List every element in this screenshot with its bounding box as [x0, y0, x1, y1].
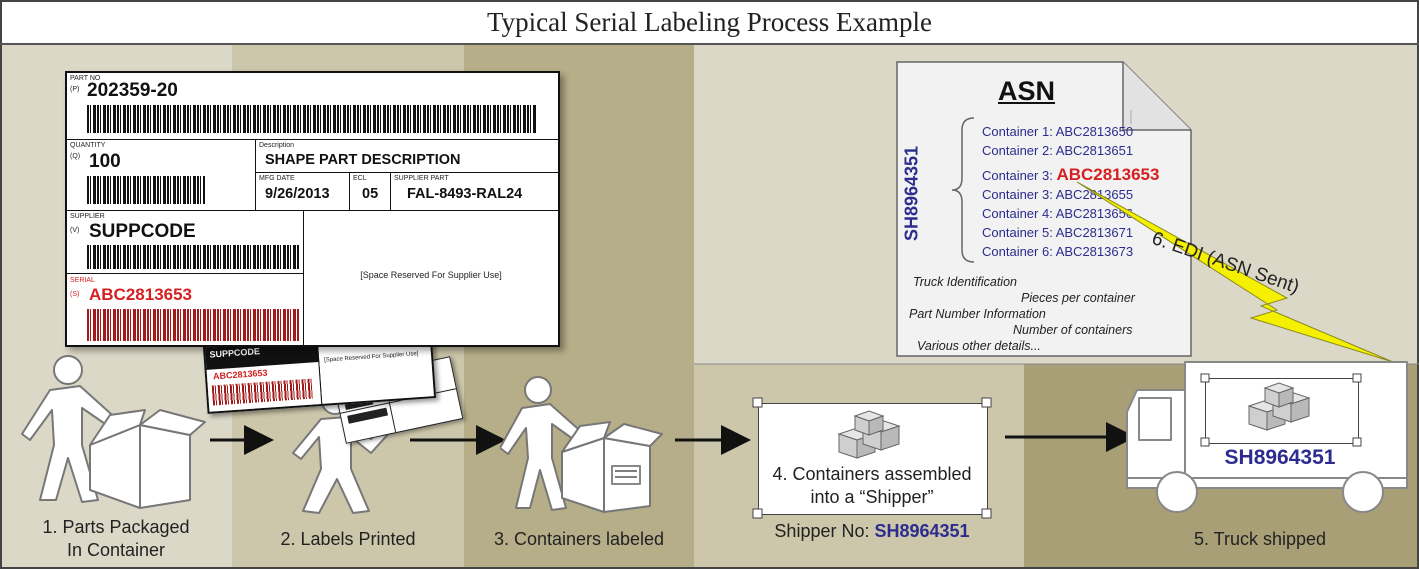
serial-value: ABC2813653	[89, 285, 193, 304]
supplier-part-header: SUPPLIER PART	[394, 175, 449, 182]
asn-container-row: Container 3: ABC2813655	[982, 187, 1134, 202]
quantity-barcode	[87, 176, 205, 204]
supplier-barcode	[87, 245, 299, 269]
description-header: Description	[259, 142, 295, 149]
truck-shipper-number: SH8964351	[1224, 446, 1336, 469]
step-4-label-line1: 4. Containers assembled	[772, 464, 972, 484]
asn-container-row: Container 6: ABC2813673	[982, 244, 1134, 259]
asn-detail-other: Various other details...	[917, 339, 1041, 353]
description-value: SHAPE PART DESCRIPTION	[265, 152, 461, 168]
asn-document-shape	[896, 61, 1192, 357]
quantity-code: (Q)	[70, 153, 81, 160]
ecl-value: 05	[362, 186, 379, 202]
part-no-code: (P)	[70, 86, 80, 93]
asn-shipper-id: SH8964351	[901, 145, 922, 242]
person-packing-icon	[21, 355, 206, 509]
asn-container-row: Container 4: ABC2813656	[982, 206, 1134, 221]
asn-container-list: Container 1: ABC2813650 Container 2: ABC…	[982, 124, 1159, 263]
part-no-barcode	[87, 105, 537, 133]
asn-detail-truck: Truck Identification	[913, 275, 1017, 289]
shipper-number-caption: Shipper No: SH8964351	[774, 521, 970, 541]
shipping-label: PART NO (P) 202359-20 QUANTITY (Q) 100 D…	[65, 71, 560, 347]
shipper-box-handles	[752, 397, 992, 519]
asn-container-row: Container 2: ABC2813651	[982, 143, 1134, 158]
page-title: Typical Serial Labeling Process Example	[487, 6, 932, 37]
asn-container-row: Container 5: ABC2813671	[982, 225, 1134, 240]
part-no-header: PART NO	[70, 75, 101, 82]
truck-box-handles	[1200, 373, 1362, 447]
ecl-header: ECL	[353, 175, 367, 182]
part-no-value: 202359-20	[87, 80, 178, 101]
serial-code: (S)	[70, 291, 80, 298]
small-label-reserved: [Space Reserved For Supplier Use]	[324, 351, 419, 364]
supplier-header: SUPPLIER	[70, 213, 105, 220]
shipper-number: SH8964351	[874, 521, 970, 541]
step-5-label: 5. Truck shipped	[1193, 529, 1327, 549]
asn-container-row: Container 1: ABC2813650	[982, 124, 1134, 139]
serial-barcode	[87, 309, 299, 341]
step-3-label: 3. Containers labeled	[493, 529, 665, 549]
small-label-serial: ABC2813653	[212, 367, 268, 382]
asn-detail-pieces: Pieces per container	[1021, 291, 1135, 305]
quantity-header: QUANTITY	[70, 142, 106, 149]
asn-detail-part-number: Part Number Information	[909, 307, 1046, 321]
supplier-part-value: FAL-8493-RAL24	[407, 186, 523, 202]
small-label-supplier: SUPPCODE	[209, 346, 261, 360]
serial-header: SERIAL	[70, 277, 95, 284]
step-4-label-line2: into a “Shipper”	[810, 487, 934, 507]
supplier-code: (V)	[70, 227, 80, 234]
person-labeling-icon	[500, 376, 663, 513]
mfg-date-value: 9/26/2013	[265, 186, 330, 202]
reserved-space: [Space Reserved For Supplier Use]	[360, 270, 502, 280]
step-2-label: 2. Labels Printed	[280, 529, 416, 549]
asn-detail-containers: Number of containers	[1013, 323, 1133, 337]
truck-box-stack-icon	[1247, 382, 1311, 431]
mfg-date-header: MFG DATE	[259, 175, 295, 182]
asn-container-row-highlight: Container 3: ABC2813653	[982, 165, 1160, 184]
step-1-label-line1: 1. Parts Packaged	[42, 517, 190, 537]
asn-brace	[951, 117, 975, 263]
asn-heading: ASN	[998, 76, 1056, 106]
step-1-label-line2: In Container	[66, 540, 166, 560]
supplier-value: SUPPCODE	[89, 221, 196, 242]
quantity-value: 100	[89, 151, 121, 172]
box-stack-icon	[837, 410, 901, 459]
